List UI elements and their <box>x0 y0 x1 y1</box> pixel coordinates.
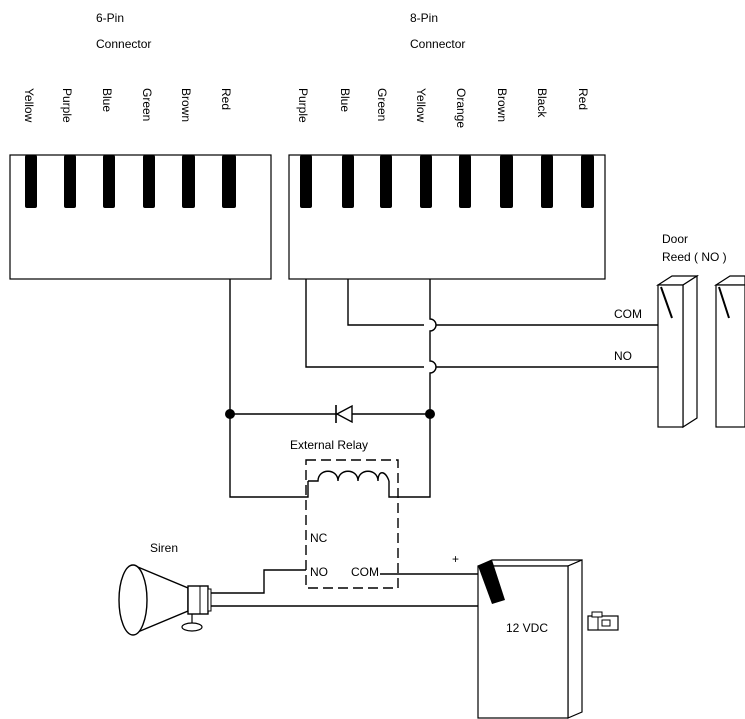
red-wire <box>229 279 309 498</box>
diode-symbol <box>335 404 353 424</box>
eight-pin-wire-label: Black <box>535 88 549 118</box>
reed-switch <box>657 284 684 428</box>
relay-com-label: COM <box>351 565 379 579</box>
siren-label: Siren <box>150 541 178 555</box>
eight-pin-title: 8-Pin <box>410 11 438 25</box>
eight-pin-wire-label: Orange <box>454 88 468 128</box>
wires <box>210 279 658 607</box>
eight-pin-wire-label: Purple <box>296 88 310 123</box>
junction-dot <box>225 409 235 419</box>
power-supply: + 12 VDC <box>452 552 619 719</box>
six-pin-wire-label: Red <box>219 88 233 110</box>
six-pin-pin <box>143 155 155 208</box>
yellow-wire <box>388 279 437 498</box>
eight-pin-pin <box>581 155 594 208</box>
eight-pin-pin <box>459 155 471 208</box>
door-reed: Door Reed ( NO ) COM NO <box>614 232 745 429</box>
plus-label: + <box>452 552 459 566</box>
six-pin-subtitle: Connector <box>96 37 151 51</box>
power-supply-label: 12 VDC <box>506 621 548 635</box>
eight-pin-pin <box>342 155 354 208</box>
six-pin-title: 6-Pin <box>96 11 124 25</box>
six-pin-wire-label: Yellow <box>22 88 36 123</box>
blue-com-wire <box>347 279 658 326</box>
siren: Siren <box>118 541 212 636</box>
eight-pin-pin <box>420 155 432 208</box>
eight-pin-pin <box>500 155 513 208</box>
eight-pin-pin <box>300 155 312 208</box>
six-pin-wire-label: Brown <box>179 88 193 122</box>
six-pin-connector: 6-Pin Connector Yellow Purple Blue Green… <box>9 11 272 280</box>
relay-title: External Relay <box>290 438 368 452</box>
six-pin-pin <box>103 155 115 208</box>
relay-outline <box>305 459 399 589</box>
no-label: NO <box>614 349 632 363</box>
reed-magnet <box>715 284 745 428</box>
relay-no-wire <box>210 569 306 594</box>
siren-horn <box>118 564 148 636</box>
six-pin-wire-label: Green <box>140 88 154 121</box>
eight-pin-subtitle: Connector <box>410 37 465 51</box>
six-pin-pin <box>25 155 37 208</box>
eight-pin-wire-label: Blue <box>338 88 352 112</box>
eight-pin-pin <box>380 155 392 208</box>
eight-pin-connector: 8-Pin Connector Purple Blue Green Yellow… <box>288 11 606 280</box>
six-pin-pin <box>182 155 195 208</box>
relay-no-label: NO <box>310 565 328 579</box>
purple-no-wire <box>305 279 658 368</box>
eight-pin-pin <box>541 155 553 208</box>
eight-pin-wire-label: Green <box>375 88 389 121</box>
junction-dot <box>425 409 435 419</box>
six-pin-pin <box>222 155 236 208</box>
external-relay: External Relay NC NO COM <box>290 438 399 589</box>
six-pin-pin <box>64 155 76 208</box>
eight-pin-housing <box>288 154 606 280</box>
door-reed-title: Door <box>662 232 688 246</box>
six-pin-wire-label: Purple <box>60 88 74 123</box>
relay-coil <box>308 470 390 482</box>
com-label: COM <box>614 307 642 321</box>
eight-pin-wire-label: Yellow <box>414 88 428 123</box>
eight-pin-wire-label: Red <box>576 88 590 110</box>
door-reed-subtitle: Reed ( NO ) <box>662 250 727 264</box>
relay-nc-label: NC <box>310 531 328 545</box>
eight-pin-wire-label: Brown <box>495 88 509 122</box>
siren-body <box>187 585 209 615</box>
six-pin-wire-label: Blue <box>100 88 114 112</box>
